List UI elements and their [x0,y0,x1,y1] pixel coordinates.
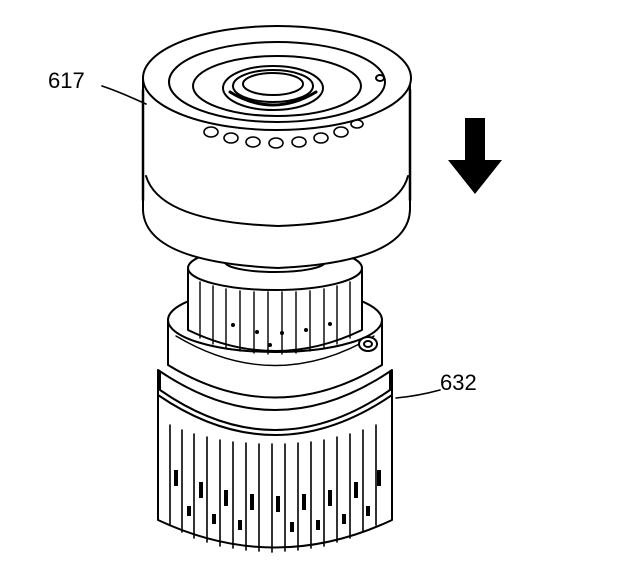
upper-tool-617 [141,25,412,269]
drum-splines [169,424,377,553]
leader-line-617 [101,85,147,105]
hub-splines [199,281,351,355]
leader-line-632 [395,389,441,399]
callout-617: 617 [48,68,85,93]
tool-holes [203,119,364,149]
lower-assembly-632 [157,245,393,553]
arrow-down-icon [448,118,502,194]
drum-slots [174,470,381,532]
callout-632: 632 [440,370,477,395]
hub-holes [231,322,332,347]
